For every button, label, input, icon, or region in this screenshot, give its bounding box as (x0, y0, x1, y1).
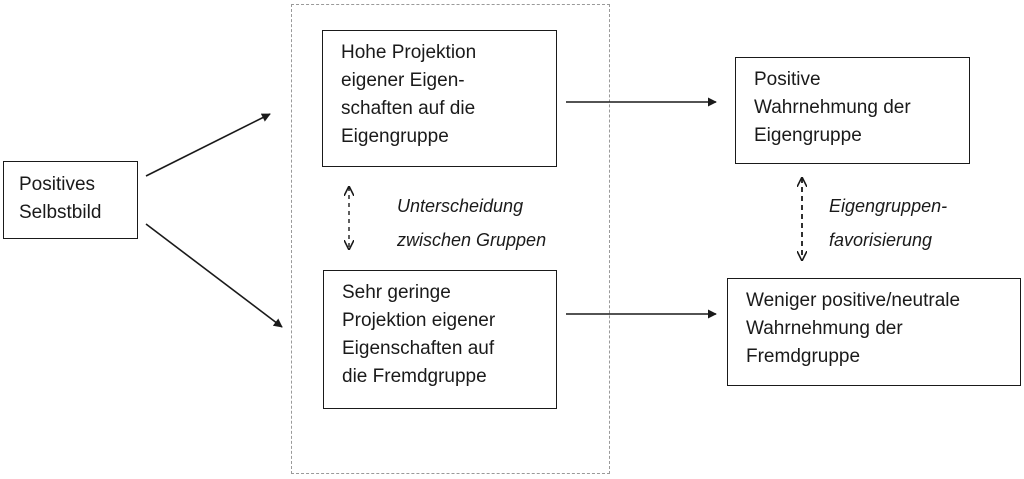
arrow-self-to-high (145, 113, 271, 177)
annotation-favoritism: Eigengruppen- favorisierung (829, 196, 948, 250)
node-high-projection-label: Hohe Projektion eigener Eigen- schaften … (341, 42, 477, 147)
node-low-projection-label: Sehr geringe Projektion eigener Eigensch… (342, 282, 496, 387)
node-self-image: Positives Selbstbild (3, 161, 138, 239)
node-positive-ingroup-label: Positive Wahrnehmung der Eigengruppe (754, 69, 911, 146)
node-positive-ingroup: Positive Wahrnehmung der Eigengruppe (735, 57, 970, 164)
node-high-projection: Hohe Projektion eigener Eigen- schaften … (322, 30, 557, 167)
projection-group-frame (291, 4, 610, 474)
node-low-projection: Sehr geringe Projektion eigener Eigensch… (323, 270, 557, 409)
node-self-image-label: Positives Selbstbild (19, 174, 102, 223)
arrow-self-to-low (145, 223, 283, 328)
node-neutral-outgroup: Weniger positive/neutrale Wahrnehmung de… (727, 278, 1021, 386)
node-neutral-outgroup-label: Weniger positive/neutrale Wahrnehmung de… (746, 290, 961, 367)
annotation-differentiation: Unterscheidung zwischen Gruppen (397, 196, 547, 250)
